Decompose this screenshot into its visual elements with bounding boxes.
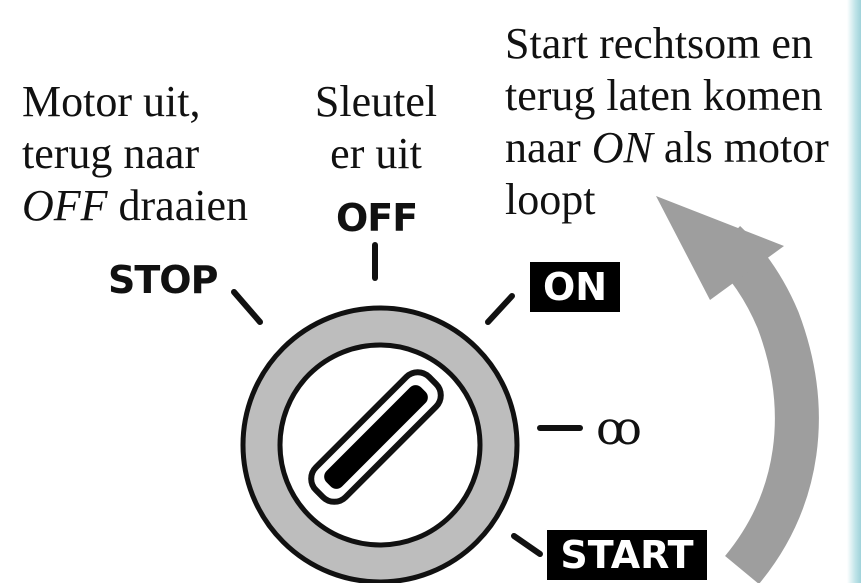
annotation-motor-off-line3-rest: draaien bbox=[107, 181, 248, 230]
annotation-key-out-line2: er uit bbox=[330, 129, 422, 178]
annotation-motor-off-line2: terug naar bbox=[22, 129, 200, 178]
annotation-start-line2: terug laten komen bbox=[505, 71, 823, 120]
label-on: ON bbox=[530, 262, 620, 312]
annotation-start-line1: Start rechtsom en bbox=[505, 19, 813, 68]
annotation-start-line4: loopt bbox=[505, 175, 596, 224]
right-edge-gradient bbox=[847, 0, 861, 583]
annotation-on-emphasis: ON bbox=[591, 123, 653, 172]
label-stop: STOP bbox=[108, 258, 218, 302]
preheat-glow-icon: ꝏ bbox=[596, 401, 642, 455]
key-slot bbox=[308, 369, 444, 505]
annotation-start: Start rechtsom en terug laten komen naar… bbox=[505, 18, 829, 226]
label-off: OFF bbox=[336, 196, 418, 240]
label-start: START bbox=[547, 530, 707, 580]
tick-start bbox=[511, 533, 543, 557]
annotation-start-line3-post: als motor bbox=[652, 123, 829, 172]
rotation-arrow bbox=[656, 196, 819, 583]
annotation-motor-off-line1: Motor uit, bbox=[22, 77, 201, 126]
annotation-key-out-line1: Sleutel bbox=[314, 77, 438, 126]
annotation-motor-off: Motor uit, terug naar OFF draaien bbox=[22, 76, 248, 232]
annotation-motor-off-line3: OFF draaien bbox=[22, 180, 248, 232]
tick-on bbox=[485, 293, 515, 325]
tick-stop bbox=[231, 289, 263, 325]
annotation-key-out: Sleutel er uit bbox=[302, 76, 450, 180]
annotation-off-emphasis: OFF bbox=[22, 181, 108, 230]
annotation-start-line3: naar ON als motor bbox=[505, 122, 829, 174]
annotation-start-line3-pre: naar bbox=[505, 123, 592, 172]
